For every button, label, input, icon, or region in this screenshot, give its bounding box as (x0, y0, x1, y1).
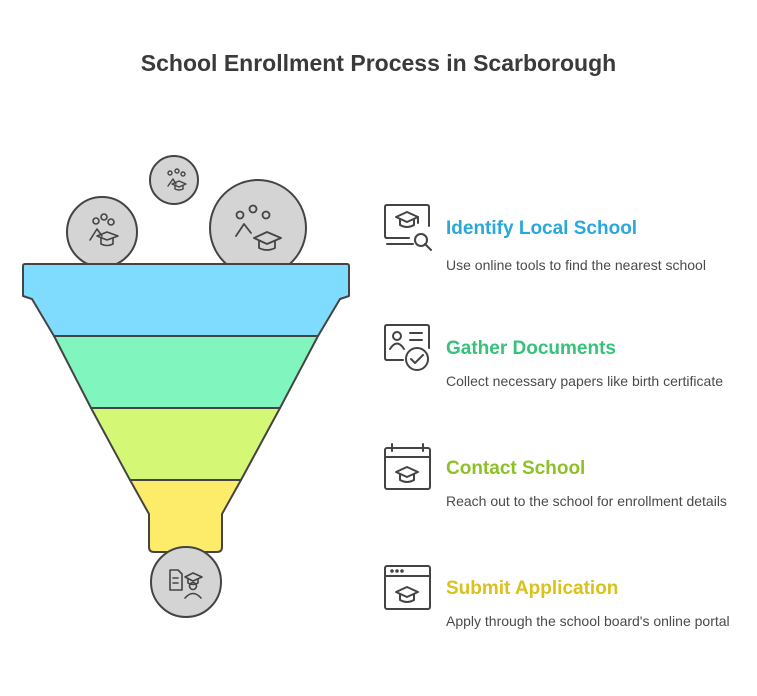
step-1-title: Identify Local School (446, 218, 638, 239)
step-4-description: Apply through the school board's online … (446, 613, 730, 629)
browser-school-icon (384, 565, 431, 610)
document-check-icon (384, 324, 430, 371)
funnel-layer-1 (22, 263, 350, 337)
funnel-layer-2 (53, 335, 319, 409)
funnel-body (22, 263, 350, 553)
enrolled-student-circle (150, 546, 222, 618)
school-search-icon (384, 204, 432, 251)
student-group-circle-left (66, 196, 138, 268)
step-1-description: Use online tools to find the nearest sch… (446, 257, 706, 273)
step-3-description: Reach out to the school for enrollment d… (446, 493, 727, 509)
diagram-title: School Enrollment Process in Scarborough (140, 50, 617, 76)
step-2-title: Gather Documents (446, 338, 616, 359)
step-4-title: Submit Application (446, 578, 619, 599)
step-3-title: Contact School (446, 458, 586, 479)
student-group-circle-right (209, 179, 307, 277)
calendar-school-icon (384, 443, 431, 490)
funnel-layer-3 (90, 407, 281, 481)
funnel-layer-4 (129, 479, 242, 553)
step-2-description: Collect necessary papers like birth cert… (446, 373, 724, 389)
student-group-circle-small (149, 155, 199, 205)
